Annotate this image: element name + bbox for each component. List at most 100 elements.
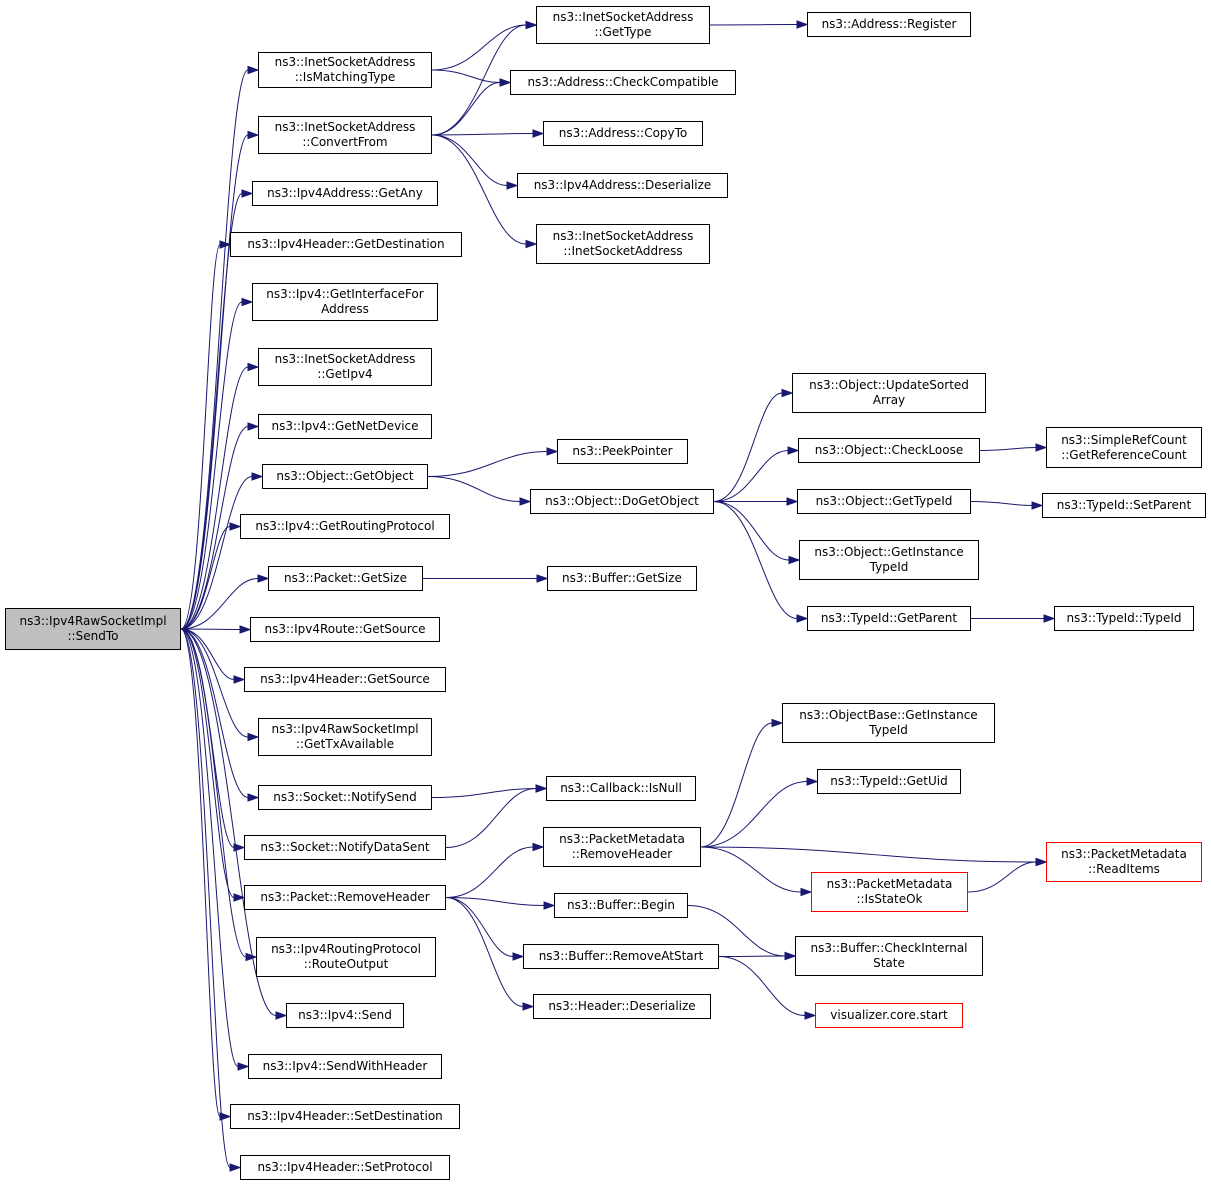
node-label: State: [873, 956, 905, 970]
node-inet-ctor[interactable]: ns3::InetSocketAddress::InetSocketAddres…: [536, 224, 710, 264]
node-label: Address: [321, 302, 369, 316]
arrowhead-icon: [787, 446, 800, 455]
node-label: ns3::Ipv4Header::SetDestination: [247, 1109, 443, 1123]
node-label: ns3::InetSocketAddress: [274, 120, 416, 134]
node-hdr-set-destination[interactable]: ns3::Ipv4Header::SetDestination: [230, 1104, 460, 1129]
edge-root-to-get-interface-for-address: [180, 301, 243, 630]
node-buffer-remove-at-start[interactable]: ns3::Buffer::RemoveAtStart: [523, 944, 719, 969]
edge-root-to-hdr-get-source: [180, 628, 235, 680]
node-type-id-ctor[interactable]: ns3::TypeId::TypeId: [1054, 606, 1194, 631]
node-check-loose[interactable]: ns3::Object::CheckLoose: [798, 438, 980, 463]
node-obj-get-type-id[interactable]: ns3::Object::GetTypeId: [797, 489, 971, 514]
edge-root-to-ipv4-send: [180, 628, 277, 1016]
node-label: ns3::Buffer::Begin: [566, 898, 676, 912]
edge-root-to-route-output: [180, 628, 247, 958]
node-ipv4-addr-deserialize[interactable]: ns3::Ipv4Address::Deserialize: [517, 173, 728, 198]
arrowhead-icon: [499, 78, 512, 87]
node-hdr-get-destination[interactable]: ns3::Ipv4Header::GetDestination: [230, 232, 462, 257]
arrowhead-icon: [219, 1112, 232, 1121]
node-label: ns3::Address::CopyTo: [558, 126, 688, 140]
node-ipv4-addr-get-any[interactable]: ns3::Ipv4Address::GetAny: [252, 181, 438, 206]
arrowhead-icon: [546, 447, 559, 456]
arrowhead-icon: [512, 952, 525, 961]
node-convert-from[interactable]: ns3::InetSocketAddress::ConvertFrom: [258, 116, 432, 154]
node-buffer-begin[interactable]: ns3::Buffer::Begin: [554, 893, 688, 918]
edge-do-get-object-to-obj-get-instance-type-id: [713, 501, 790, 561]
arrowhead-icon: [275, 1011, 288, 1020]
arrowhead-icon: [1043, 614, 1056, 623]
node-route-get-source[interactable]: ns3::Ipv4Route::GetSource: [250, 617, 440, 642]
node-get-routing-protocol[interactable]: ns3::Ipv4::GetRoutingProtocol: [240, 514, 450, 539]
node-check-compatible[interactable]: ns3::Address::CheckCompatible: [510, 70, 736, 95]
arrowhead-icon: [800, 887, 813, 897]
node-label: ns3::InetSocketAddress: [552, 10, 694, 24]
node-inet-get-ipv4[interactable]: ns3::InetSocketAddress::GetIpv4: [258, 348, 432, 386]
node-peek-pointer[interactable]: ns3::PeekPointer: [557, 439, 688, 464]
node-packet-get-size[interactable]: ns3::Packet::GetSize: [268, 566, 423, 591]
edge-root-to-hdr-set-protocol: [180, 628, 231, 1168]
edge-get-object-to-peek-pointer: [427, 451, 548, 477]
node-callback-is-null[interactable]: ns3::Callback::IsNull: [546, 776, 696, 801]
node-buffer-get-size[interactable]: ns3::Buffer::GetSize: [547, 566, 697, 591]
node-pm-is-state-ok[interactable]: ns3::PacketMetadata::IsStateOk: [811, 872, 968, 912]
edge-convert-from-to-ipv4-addr-deserialize: [431, 134, 508, 186]
edge-convert-from-to-inet-ctor: [431, 134, 527, 245]
node-label: ::GetTxAvailable: [295, 737, 395, 751]
arrowhead-icon: [1035, 443, 1048, 452]
node-copy-to[interactable]: ns3::Address::CopyTo: [543, 121, 703, 146]
node-pm-read-items[interactable]: ns3::PacketMetadata::ReadItems: [1046, 842, 1202, 882]
node-pm-remove-header[interactable]: ns3::PacketMetadata::RemoveHeader: [543, 827, 701, 867]
node-do-get-object[interactable]: ns3::Object::DoGetObject: [530, 489, 714, 514]
node-label: ns3::TypeId::GetParent: [820, 611, 958, 625]
node-notify-send[interactable]: ns3::Socket::NotifySend: [258, 785, 432, 810]
node-remove-header[interactable]: ns3::Packet::RemoveHeader: [244, 885, 446, 910]
node-label: ns3::Packet::RemoveHeader: [260, 890, 430, 904]
node-send-with-header[interactable]: ns3::Ipv4::SendWithHeader: [248, 1054, 442, 1079]
node-simple-ref-count[interactable]: ns3::SimpleRefCount::GetReferenceCount: [1046, 427, 1202, 468]
node-label: ns3::Object::UpdateSorted: [809, 378, 969, 392]
node-is-matching-type[interactable]: ns3::InetSocketAddress::IsMatchingType: [258, 52, 432, 88]
node-notify-data-sent[interactable]: ns3::Socket::NotifyDataSent: [244, 835, 446, 860]
node-label: ns3::Object::GetTypeId: [815, 494, 953, 508]
edge-remove-header-to-buffer-begin: [445, 897, 545, 906]
node-hdr-set-protocol[interactable]: ns3::Ipv4Header::SetProtocol: [240, 1155, 450, 1180]
node-label: ::IsMatchingType: [294, 70, 396, 84]
node-label: ns3::Ipv4RoutingProtocol: [271, 942, 421, 956]
node-get-tx-available[interactable]: ns3::Ipv4RawSocketImpl::GetTxAvailable: [258, 718, 432, 756]
node-visualizer-start[interactable]: visualizer.core.start: [815, 1003, 963, 1028]
node-get-object[interactable]: ns3::Object::GetObject: [262, 464, 428, 489]
arrowhead-icon: [247, 422, 260, 431]
node-type-id-get-parent[interactable]: ns3::TypeId::GetParent: [807, 606, 971, 631]
node-label: ns3::Socket::NotifyDataSent: [260, 840, 430, 854]
edge-notify-send-to-callback-is-null: [431, 788, 537, 798]
node-label: ns3::Ipv4Header::GetDestination: [247, 237, 445, 251]
node-address-register[interactable]: ns3::Address::Register: [807, 12, 971, 37]
node-type-id-set-parent[interactable]: ns3::TypeId::SetParent: [1042, 493, 1206, 518]
arrowhead-icon: [543, 901, 556, 910]
edge-remove-header-to-pm-remove-header: [445, 846, 534, 898]
node-ipv4-send[interactable]: ns3::Ipv4::Send: [286, 1003, 404, 1028]
arrowhead-icon: [796, 614, 809, 623]
node-label: ::ConvertFrom: [302, 135, 388, 149]
node-get-net-device[interactable]: ns3::Ipv4::GetNetDevice: [258, 414, 432, 439]
arrowhead-icon: [247, 362, 260, 372]
node-hdr-get-source[interactable]: ns3::Ipv4Header::GetSource: [244, 667, 446, 692]
node-header-deserialize[interactable]: ns3::Header::Deserialize: [533, 994, 711, 1019]
node-inet-get-type[interactable]: ns3::InetSocketAddress::GetType: [536, 6, 710, 44]
edge-pm-is-state-ok-to-pm-read-items: [967, 861, 1037, 893]
arrowhead-icon: [522, 1002, 535, 1011]
arrowhead-icon: [233, 675, 246, 684]
node-type-id-get-uid[interactable]: ns3::TypeId::GetUid: [817, 769, 961, 794]
edge-root-to-get-object: [180, 476, 253, 630]
node-root[interactable]: ns3::Ipv4RawSocketImpl::SendTo: [5, 608, 181, 650]
arrowhead-icon: [239, 625, 252, 634]
node-route-output[interactable]: ns3::Ipv4RoutingProtocol::RouteOutput: [256, 937, 436, 977]
edge-do-get-object-to-type-id-get-parent: [713, 501, 798, 619]
edge-root-to-send-with-header: [180, 628, 239, 1067]
